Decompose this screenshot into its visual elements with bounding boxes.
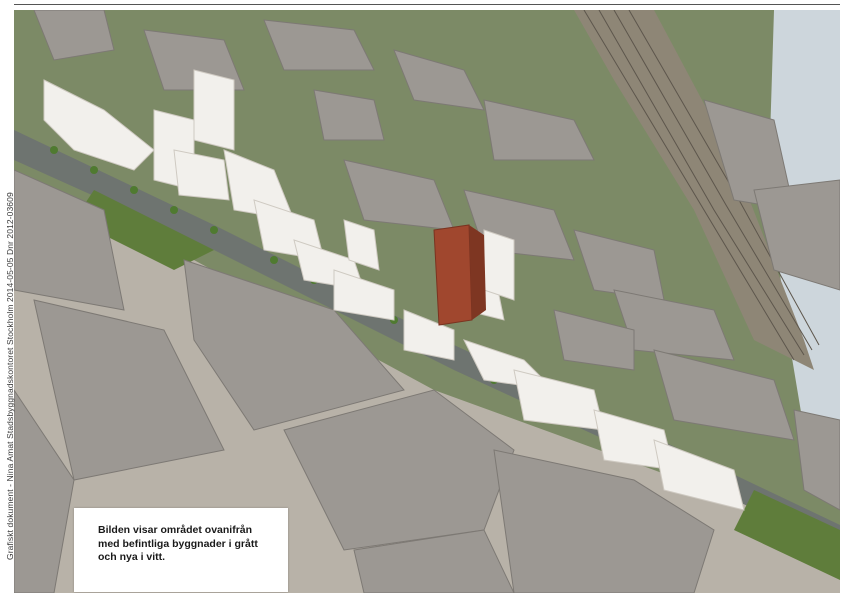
caption-text: Bilden visar området ovanifrån med befin… [98, 524, 278, 565]
aerial-photo-frame: Bilden visar området ovanifrån med befin… [14, 10, 840, 593]
aerial-view-illustration [14, 10, 840, 593]
park-corner [734, 490, 840, 580]
new-buildings [43, 69, 745, 511]
caption-box: Bilden visar området ovanifrån med befin… [74, 508, 288, 592]
caption-line-3: och nya i vitt. [98, 551, 166, 563]
existing-blocks [14, 10, 840, 593]
top-rule [14, 4, 840, 5]
caption-line-2: med befintliga byggnader i grått [98, 537, 258, 550]
rail-yard [574, 10, 814, 370]
park-strip [74, 190, 214, 270]
caption-line-1: Bilden visar området ovanifrån [98, 524, 253, 536]
brick-highrise [433, 224, 486, 326]
side-document-note: Grafiskt dokument - Nina Amat Stadsbyggn… [5, 192, 15, 560]
